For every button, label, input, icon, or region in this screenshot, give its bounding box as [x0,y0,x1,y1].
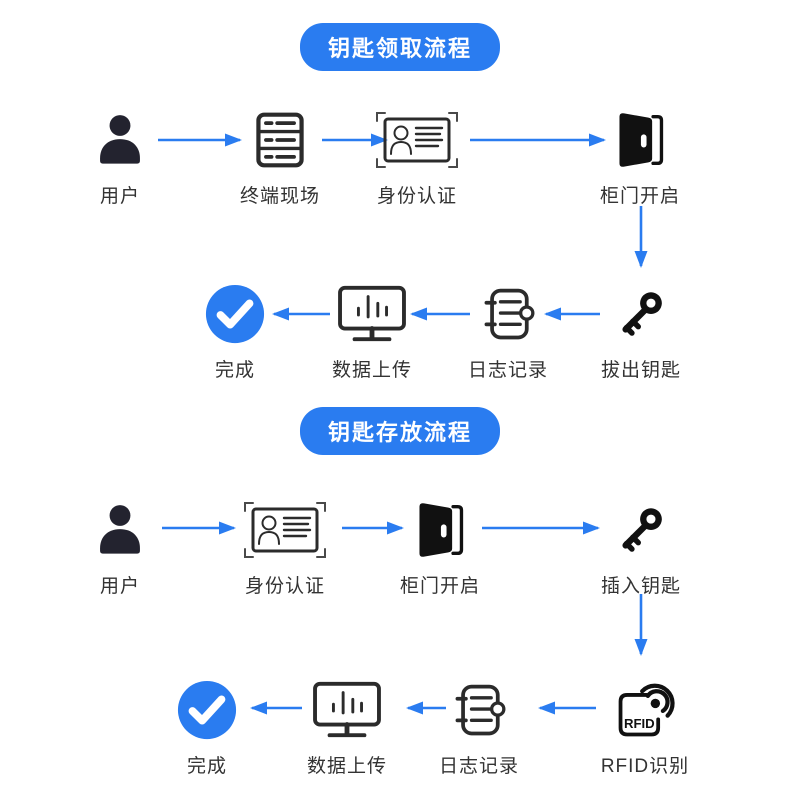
key-icon [612,496,670,564]
node-f1-key: 拔出钥匙 [561,280,721,382]
node-f2-rfid: RFID RFID识别 [565,676,725,778]
cabinet-door-icon [412,496,468,564]
node-f2-idcard: 身份认证 [205,496,365,598]
node-f1-log: 日志记录 [428,280,588,382]
check-circle-icon [176,676,238,744]
node-f1-done: 完成 [155,280,315,382]
node-label: 数据上传 [306,756,387,777]
node-label: 数据上传 [331,360,412,381]
node-label: 终端现场 [239,186,320,207]
node-label: 柜门开启 [599,186,680,207]
node-f2-user: 用户 [40,496,200,598]
node-label: 用户 [99,186,140,207]
node-f1-upload: 数据上传 [292,280,452,382]
node-f2-key: 插入钥匙 [561,496,721,598]
node-label: 拔出钥匙 [600,360,681,381]
node-label: RFID识别 [600,756,690,777]
node-f1-idcard: 身份认证 [337,106,497,208]
node-label: 身份认证 [244,576,325,597]
node-f1-terminal: 终端现场 [200,106,360,208]
rfid-icon-text: RFID [624,716,655,731]
id-card-icon [371,106,463,174]
node-f2-door: 柜门开启 [360,496,520,598]
user-icon [91,496,149,564]
monitor-upload-icon [335,280,409,348]
flow1-title-badge: 钥匙领取流程 [299,23,501,71]
flow2-title: 钥匙存放流程 [327,420,473,445]
node-label: 柜门开启 [399,576,480,597]
user-icon [91,106,149,174]
terminal-icon [250,106,310,174]
node-label: 完成 [214,360,255,381]
node-f2-done: 完成 [127,676,287,778]
node-f1-door: 柜门开启 [560,106,720,208]
id-card-icon [239,496,331,564]
node-label: 日志记录 [438,756,519,777]
node-label: 日志记录 [467,360,548,381]
node-label: 插入钥匙 [600,576,681,597]
node-label: 身份认证 [376,186,457,207]
node-f2-log: 日志记录 [399,676,559,778]
node-label: 完成 [186,756,227,777]
flow2-title-badge: 钥匙存放流程 [299,407,501,455]
key-icon [612,280,670,348]
log-record-icon [478,280,538,348]
node-label: 用户 [99,576,140,597]
flow1-title: 钥匙领取流程 [327,36,473,61]
node-f1-user: 用户 [40,106,200,208]
check-circle-icon [204,280,266,348]
monitor-upload-icon [310,676,384,744]
cabinet-door-icon [612,106,668,174]
rfid-icon: RFID [611,676,679,744]
log-record-icon [449,676,509,744]
node-f2-upload: 数据上传 [267,676,427,778]
